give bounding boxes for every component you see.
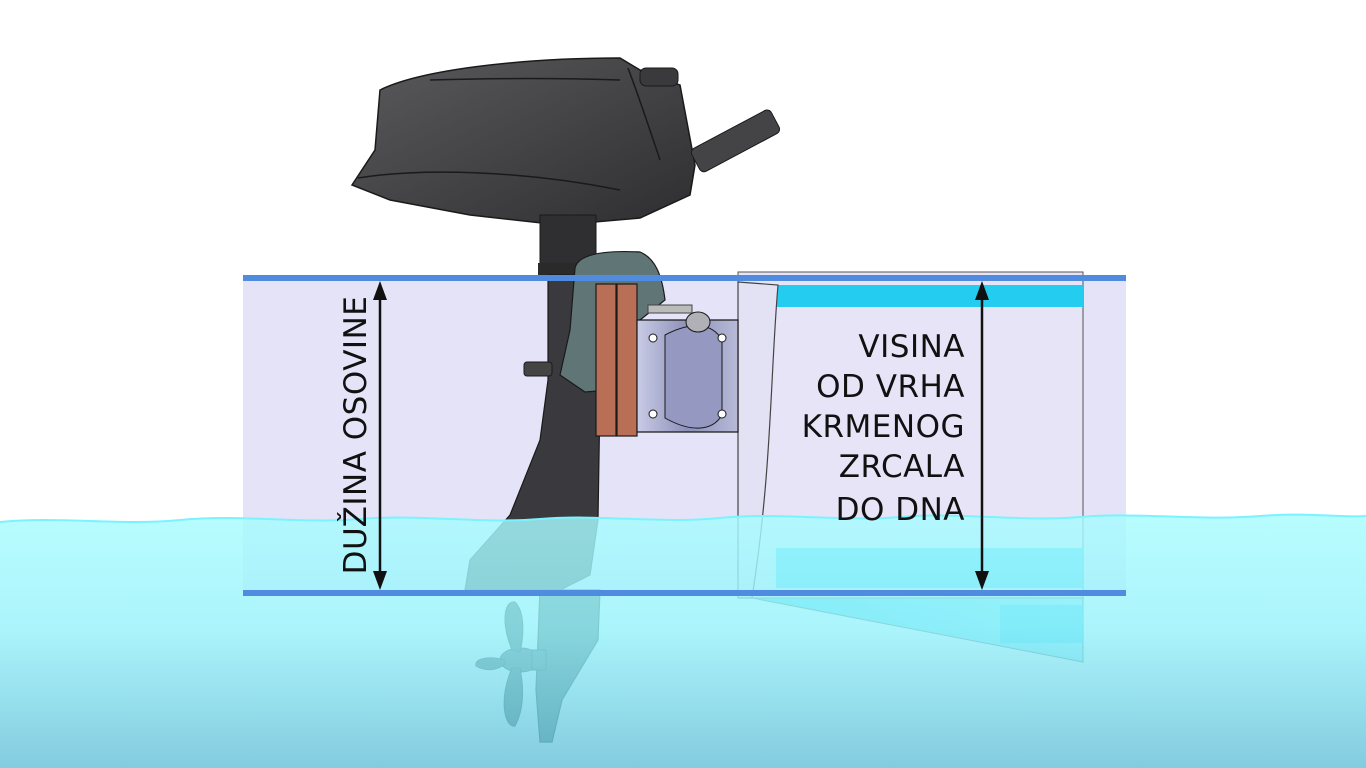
transom-height-line-2: OD VRHA xyxy=(816,369,965,405)
transom-height-line-3: KRMENOG xyxy=(802,409,965,445)
shaft-length-label: DUŽINA OSOVINE xyxy=(338,296,374,575)
clamp-board-right xyxy=(616,283,638,437)
transom-height-line-4: ZRCALA xyxy=(839,449,965,485)
water xyxy=(0,514,1366,768)
clamp-board-left xyxy=(595,283,617,437)
clamp-screw xyxy=(647,304,693,314)
transom-height-line-5: DO DNA xyxy=(836,492,965,528)
transom-height-arrow xyxy=(975,281,989,590)
shaft-length-arrow xyxy=(373,281,387,590)
outboard-motor-icon xyxy=(350,57,781,276)
transom-height-label: VISINA OD VRHA KRMENOG ZRCALA DO DNA xyxy=(802,329,965,528)
water-surface-line xyxy=(0,513,1366,523)
transom-height-line-1: VISINA xyxy=(858,329,965,365)
mounting-bracket xyxy=(636,311,739,433)
